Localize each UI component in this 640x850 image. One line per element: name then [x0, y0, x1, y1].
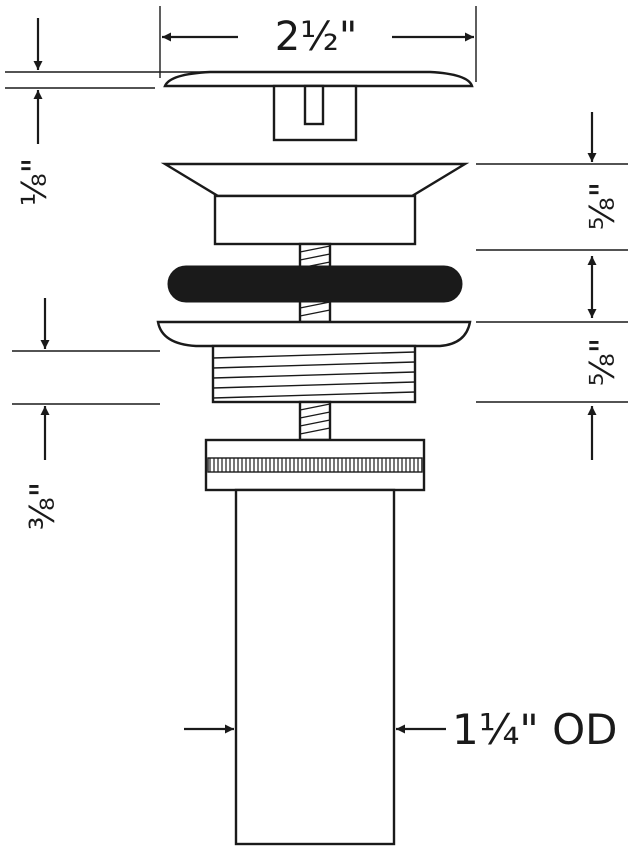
rubber-gasket — [167, 265, 463, 303]
drain-flange — [160, 162, 470, 246]
tailpiece-tube — [234, 488, 396, 846]
outer-diameter-label: 1¼" OD — [452, 705, 618, 754]
collar-knurl-band — [207, 457, 423, 473]
threaded-rod-lower — [298, 400, 332, 442]
knurled-collar — [204, 438, 426, 492]
flange-height-label: ⅝" — [583, 182, 623, 231]
outer-diameter-dimension: 1¼" OD — [184, 705, 618, 754]
gasket-height-label: ⅝" — [583, 338, 623, 387]
thread-gap-dimension: ⅜" — [12, 298, 160, 530]
nut-threads — [212, 351, 416, 399]
rod-lower-threads — [299, 403, 331, 435]
threaded-nut — [211, 344, 417, 404]
cap-thickness-label: ⅛" — [15, 158, 55, 207]
flange-height-dimension: ⅝" — [476, 112, 628, 318]
cap-stem-slot — [303, 84, 325, 126]
washer — [156, 320, 472, 348]
overall-width-dimension: 2½" — [159, 6, 477, 82]
drain-cap — [163, 70, 474, 142]
cap-thickness-dimension: ⅛" — [5, 18, 215, 206]
gasket-height-dimension: ⅝" — [476, 321, 628, 460]
thread-gap-label: ⅜" — [23, 482, 63, 531]
flange-top — [160, 162, 470, 198]
flange-body — [213, 194, 417, 246]
overall-width-label: 2½" — [275, 14, 358, 60]
cap-dome — [163, 70, 474, 88]
